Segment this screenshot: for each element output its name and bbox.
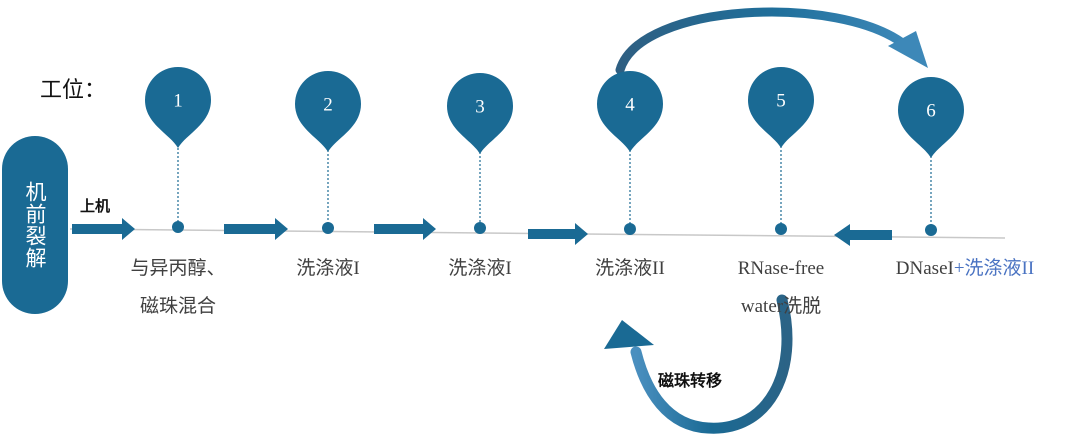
load-label: 上机 [80, 197, 111, 215]
station-3-line-1: 洗涤液I [448, 258, 512, 279]
station-dot-3 [474, 222, 486, 234]
arc-arrow-bottom [604, 294, 793, 434]
pin-3: 3 [447, 73, 513, 154]
arrow-1-2 [224, 218, 288, 240]
station-4-line-1: 洗涤液II [595, 258, 665, 279]
pin-5: 5 [748, 67, 814, 148]
arrow-load [72, 218, 135, 240]
pin-6: 6 [898, 77, 964, 158]
pin-4: 4 [597, 71, 663, 152]
station-label-6: DNaseI+洗涤液II [870, 250, 1060, 288]
pin-1: 1 [145, 67, 211, 148]
station-2-line-1: 洗涤液I [296, 258, 360, 279]
station-label-3: 洗涤液I [420, 250, 540, 288]
station-label-2: 洗涤液I [268, 250, 388, 288]
station-5-line-2: water洗脱 [740, 296, 822, 317]
bead-transfer-label: 磁珠转移 [658, 371, 723, 390]
station-dot-6 [925, 224, 937, 236]
pin-number: 1 [173, 90, 183, 111]
arc-arrow-top [615, 7, 928, 75]
station-connectors [177, 146, 932, 229]
pre-lysis-label: 机前裂解 [23, 181, 47, 269]
pin-number: 2 [323, 94, 333, 115]
station-6-reagent-b: +洗涤液II [953, 258, 1035, 279]
station-1-line-1: 与异丙醇、 [130, 258, 226, 279]
station-6-reagent-a: DNaseI [895, 258, 954, 279]
arrow-2-3 [374, 218, 436, 240]
flow-arrows [72, 218, 892, 246]
stations-title: 工位： [40, 78, 107, 103]
station-dot-5 [775, 223, 787, 235]
pin-number: 5 [776, 90, 786, 111]
pre-lysis-box: 机前裂解 [2, 136, 68, 314]
station-1-line-2: 磁珠混合 [139, 296, 216, 317]
station-dot-4 [624, 223, 636, 235]
station-dots [172, 221, 937, 236]
station-dot-2 [322, 222, 334, 234]
station-label-5: RNase-free water洗脱 [716, 250, 846, 326]
pin-number: 3 [475, 96, 485, 117]
pin-2: 2 [295, 71, 361, 152]
pin-number: 4 [625, 94, 635, 115]
arrow-3-4 [528, 223, 588, 245]
station-5-line-1: RNase-free [737, 258, 825, 279]
pin-number: 6 [926, 100, 936, 121]
station-dot-1 [172, 221, 184, 233]
arrow-6-5 [834, 224, 892, 246]
station-label-1: 与异丙醇、 磁珠混合 [108, 250, 248, 326]
station-label-4: 洗涤液II [570, 250, 690, 288]
station-6-line-1: DNaseI+洗涤液II [870, 250, 1060, 288]
